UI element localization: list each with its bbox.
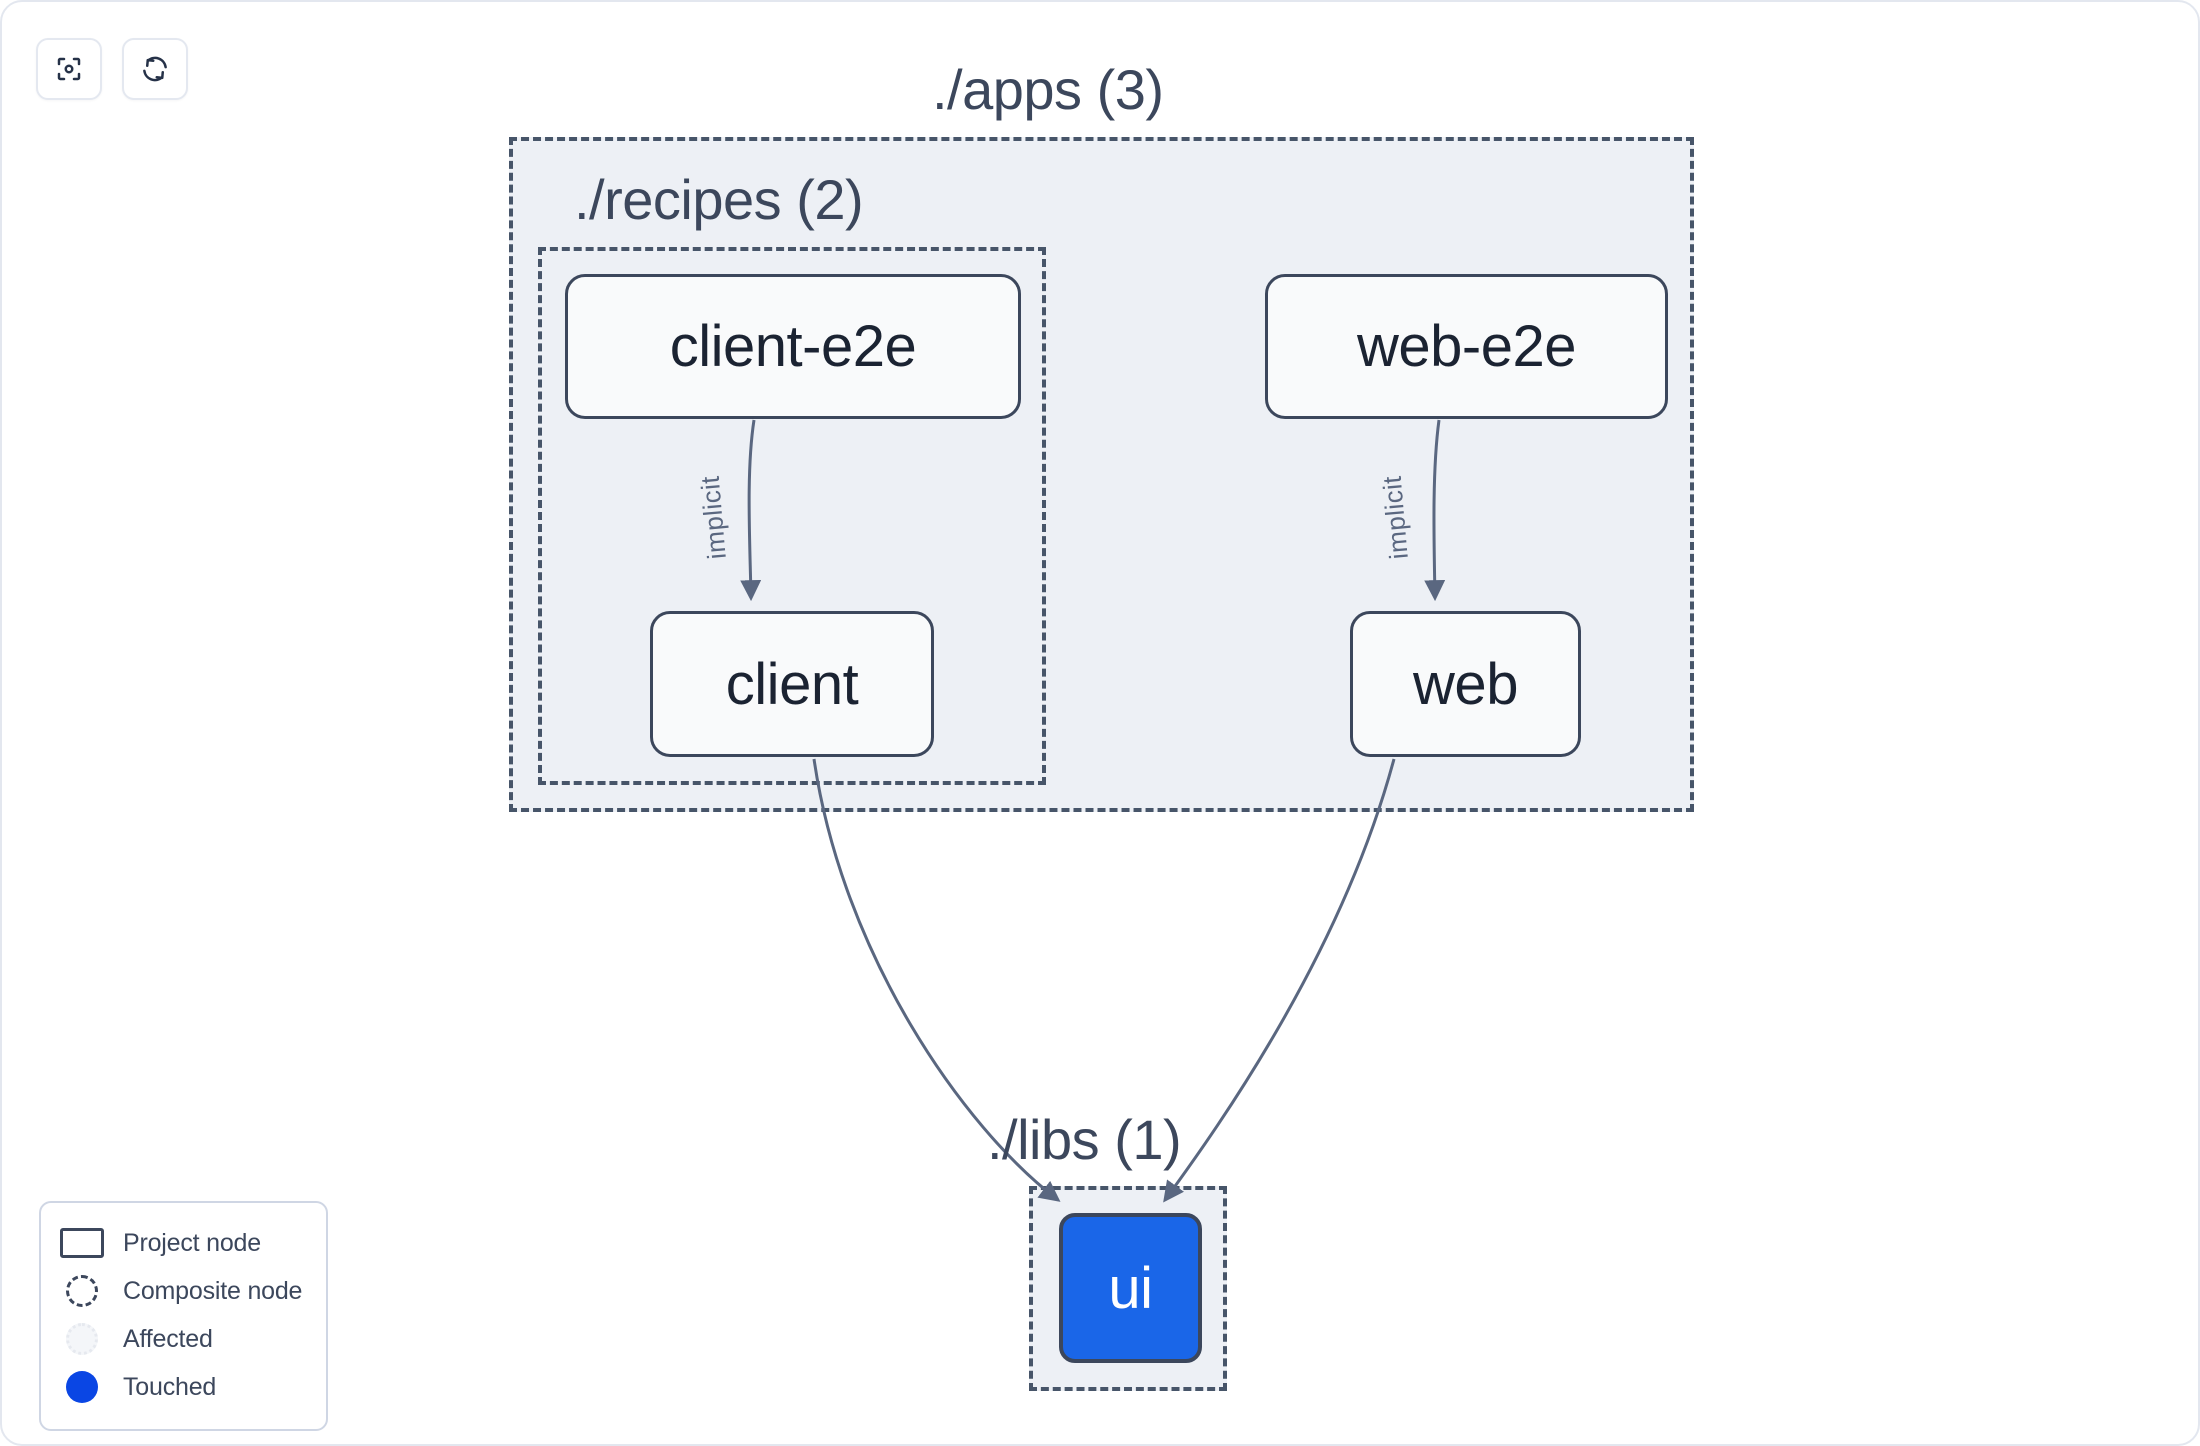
project-node-ui[interactable]: ui	[1059, 1213, 1202, 1363]
graph-toolbar	[36, 38, 188, 100]
graph-legend: Project node Composite node Affected Tou…	[39, 1201, 328, 1431]
refresh-graph-button[interactable]	[122, 38, 188, 100]
affected-swatch	[59, 1322, 105, 1356]
legend-item-project-node: Project node	[59, 1219, 308, 1267]
project-node-web-e2e[interactable]: web-e2e	[1265, 274, 1668, 419]
composite-label-recipes: ./recipes (2)	[574, 168, 864, 231]
focus-graph-button[interactable]	[36, 38, 102, 100]
legend-item-composite-node: Composite node	[59, 1267, 308, 1315]
project-node-swatch	[59, 1226, 105, 1260]
project-node-web[interactable]: web	[1350, 611, 1581, 757]
legend-label-affected: Affected	[123, 1324, 213, 1353]
legend-item-touched: Touched	[59, 1363, 308, 1411]
legend-label-composite-node: Composite node	[123, 1276, 303, 1305]
project-node-client-e2e[interactable]: client-e2e	[565, 274, 1021, 419]
legend-item-affected: Affected	[59, 1315, 308, 1363]
legend-label-touched: Touched	[123, 1372, 217, 1401]
refresh-icon	[140, 54, 170, 84]
composite-label-apps: ./apps (3)	[932, 58, 1164, 121]
focus-target-icon	[54, 54, 84, 84]
composite-label-libs: ./libs (1)	[987, 1108, 1182, 1171]
project-node-client[interactable]: client	[650, 611, 934, 757]
touched-swatch	[59, 1370, 105, 1404]
composite-node-swatch	[59, 1274, 105, 1308]
legend-label-project-node: Project node	[123, 1228, 261, 1257]
edge-web-to-ui	[1163, 758, 1396, 1203]
